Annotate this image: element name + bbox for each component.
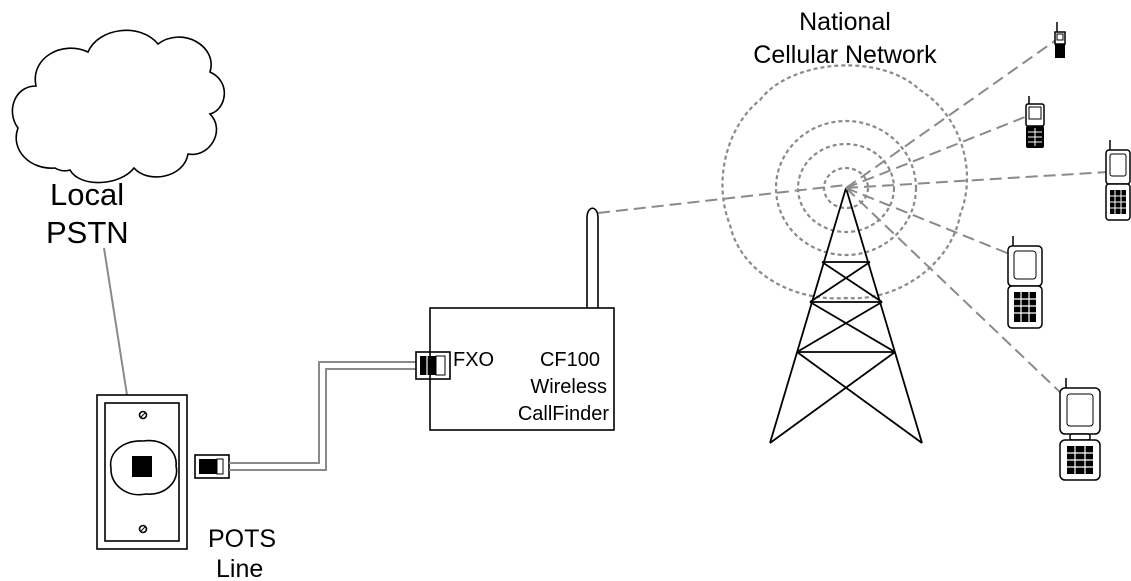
pstn-wire [103,247,128,396]
cell-phone-icon [1025,96,1045,148]
cell-phone-icon [1007,236,1043,329]
pots-cable [229,361,416,471]
cloud-icon [11,29,226,184]
wireless-link [597,184,847,214]
fxo-label: FXO [453,349,494,371]
pstn-label-line1: Local [50,177,124,212]
tower-phone-links [845,39,1109,396]
device-label-line1: CF100 [540,349,600,371]
fxo-port-icon [415,351,451,380]
network-label-line2: Cellular Network [753,41,937,69]
pstn-cloud: Local PSTN [11,29,226,250]
cell-tower-icon [769,187,923,444]
antenna-icon [586,207,599,308]
device-label-line3: CallFinder [518,403,609,425]
cell-phone-icon [1059,378,1101,481]
pots-label-line1: POTS [208,525,276,553]
cell-phone-icon [1054,22,1066,58]
cell-phone-icon [1105,140,1131,221]
wall-jack-icon [96,394,188,550]
pots-label-line2: Line [216,555,263,581]
network-label-line1: National [799,8,891,36]
coverage-rings [721,64,968,300]
pstn-label-line2: PSTN [46,215,129,250]
rj11-plug-icon [194,454,230,479]
device-label-line2: Wireless [530,376,607,398]
callfinder-device: FXO CF100 Wireless CallFinder [415,207,615,431]
